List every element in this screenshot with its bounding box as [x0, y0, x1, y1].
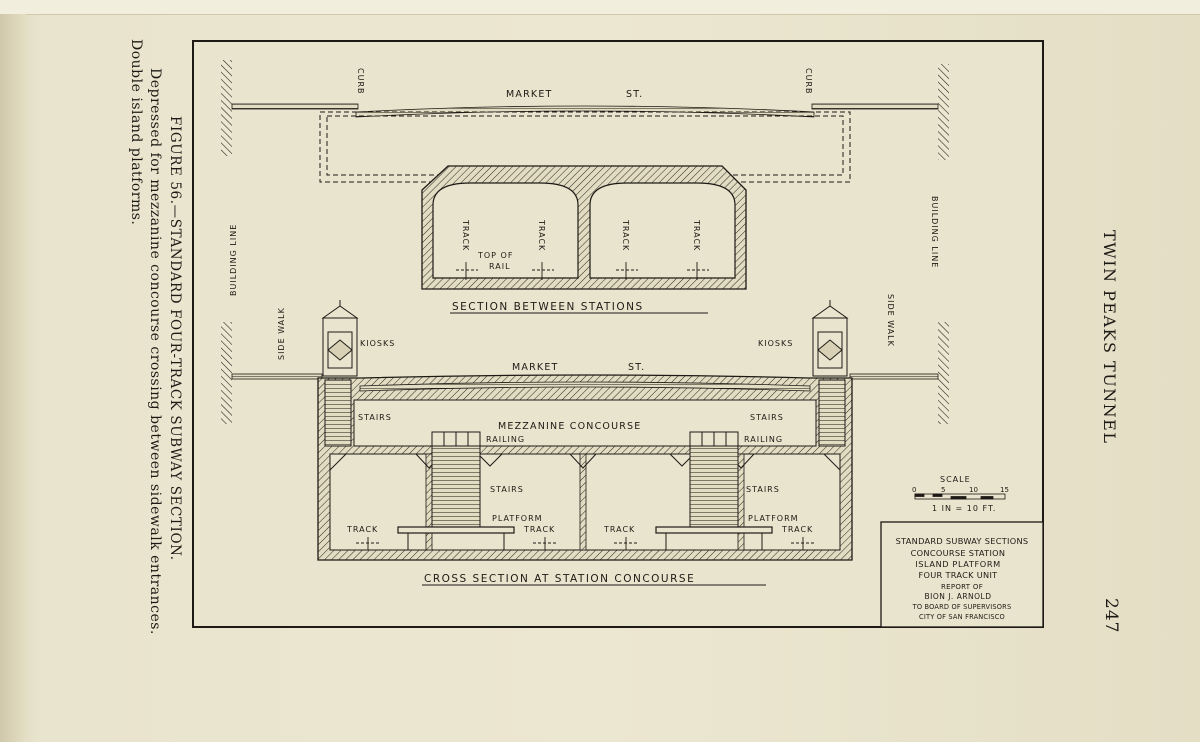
title-block-line-4: FOUR TRACK UNIT: [919, 570, 999, 580]
title-block-line-1: STANDARD SUBWAY SECTIONS: [896, 536, 1029, 546]
facing-page-edge: [0, 0, 1200, 15]
track-label-bottom-4: TRACK: [781, 525, 813, 534]
street-surface-top: [355, 105, 815, 118]
island-platform-right: [655, 526, 773, 534]
kiosk-right: [811, 300, 849, 377]
street-label-top-1: MARKET: [506, 89, 553, 100]
title-block-line-7: TO BOARD OF SUPERVISORS: [912, 603, 1012, 611]
street-label-top-2: ST.: [626, 89, 643, 100]
scale-label: SCALE: [940, 475, 971, 484]
stairs-inner-label-left: STAIRS: [490, 485, 524, 494]
sidewalk-top-right: [811, 103, 939, 110]
title-block-line-5: REPORT OF: [941, 583, 983, 591]
stairs-label-right: STAIRS: [750, 413, 784, 422]
page-gutter-shadow: [0, 14, 26, 742]
building-line-label-left: BUILDING LINE: [229, 224, 238, 296]
twin-box-bore-left: [432, 182, 579, 279]
sidewalk-bottom-right: [849, 373, 939, 380]
railing-right: [689, 431, 739, 447]
track-label-bottom-2: TRACK: [523, 525, 555, 534]
title-block-line-3: ISLAND PLATFORM: [915, 559, 1001, 569]
entrance-stair-right: [818, 379, 846, 447]
track-label-bottom-1: TRACK: [346, 525, 378, 534]
figure-caption-line3: Double island platforms.: [128, 39, 144, 225]
track-label-bottom-3: TRACK: [603, 525, 635, 534]
platform-label-right: PLATFORM: [748, 514, 799, 523]
street-label-bottom-1: MARKET: [512, 362, 559, 373]
side-walk-label-right: SIDE WALK: [886, 294, 895, 347]
stairs-inner-label-right: STAIRS: [746, 485, 780, 494]
railing-left: [431, 431, 481, 447]
track-centerlines-bottom: [356, 537, 815, 550]
stairs-label-left: STAIRS: [358, 413, 392, 422]
platform-label-left: PLATFORM: [492, 514, 543, 523]
platform-stair-left: [431, 445, 481, 529]
entrance-stair-left: [324, 379, 352, 447]
page-number: 247: [1101, 598, 1121, 633]
building-wall-bottom-left: [221, 322, 232, 424]
curb-label-left: CURB: [356, 68, 365, 95]
mezzanine-space: [353, 399, 817, 447]
building-wall-bottom-right: [938, 322, 949, 424]
running-head: TWIN PEAKS TUNNEL: [1100, 230, 1119, 444]
street-label-bottom-2: ST.: [628, 362, 645, 373]
title-block-frame: [880, 521, 1044, 628]
track-label-top-2: TRACK: [537, 219, 546, 251]
side-walk-label-left: SIDE WALK: [277, 307, 286, 360]
railing-label-right: RAILING: [744, 435, 783, 444]
top-of-rail-label-1: TOP OF: [477, 251, 513, 260]
title-block-line-6: BION J. ARNOLD: [924, 592, 991, 601]
kiosks-label-left: KIOSKS: [360, 339, 395, 348]
track-label-top-3: TRACK: [621, 219, 630, 251]
section-between-stations-title: SECTION BETWEEN STATIONS: [452, 301, 644, 313]
platform-stair-right: [689, 445, 739, 529]
title-block-line-2: CONCOURSE STATION: [911, 548, 1006, 558]
railing-label-left: RAILING: [486, 435, 525, 444]
scale-tick-5: 5: [941, 486, 945, 494]
title-block-line-8: CITY OF SAN FRANCISCO: [919, 613, 1005, 621]
scale-tick-0: 0: [912, 486, 916, 494]
island-platform-left: [397, 526, 515, 534]
platform-supports: [407, 533, 763, 550]
kiosk-left: [321, 300, 359, 377]
figure-caption-line1: FIGURE 56.—STANDARD FOUR-TRACK SUBWAY SE…: [167, 116, 183, 561]
building-wall-top-right: [938, 64, 949, 160]
top-of-rail-label-2: RAIL: [489, 262, 511, 271]
kiosks-label-right: KIOSKS: [758, 339, 793, 348]
track-centerlines-top: [456, 262, 709, 280]
sidewalk-bottom-left: [231, 373, 323, 380]
track-label-top-4: TRACK: [692, 219, 701, 251]
scale-tick-15: 15: [1000, 486, 1009, 494]
scale-tick-10: 10: [969, 486, 978, 494]
track-label-top-1: TRACK: [461, 219, 470, 251]
building-line-label-right: BUILDING LINE: [930, 196, 939, 268]
scale-ratio: 1 IN = 10 FT.: [932, 504, 996, 513]
curb-label-right: CURB: [804, 68, 813, 95]
mezzanine-concourse-label: MEZZANINE CONCOURSE: [498, 421, 641, 432]
sidewalk-top-left: [231, 103, 359, 110]
cross-section-title: CROSS SECTION AT STATION CONCOURSE: [424, 573, 695, 585]
street-surface-bottom: [359, 381, 811, 392]
twin-box-bore-right: [589, 182, 736, 279]
scale-bar: [914, 493, 1006, 500]
figure-caption-line2: Depressed for mezzanine concourse crossi…: [147, 68, 163, 635]
building-wall-top-left: [221, 60, 232, 156]
